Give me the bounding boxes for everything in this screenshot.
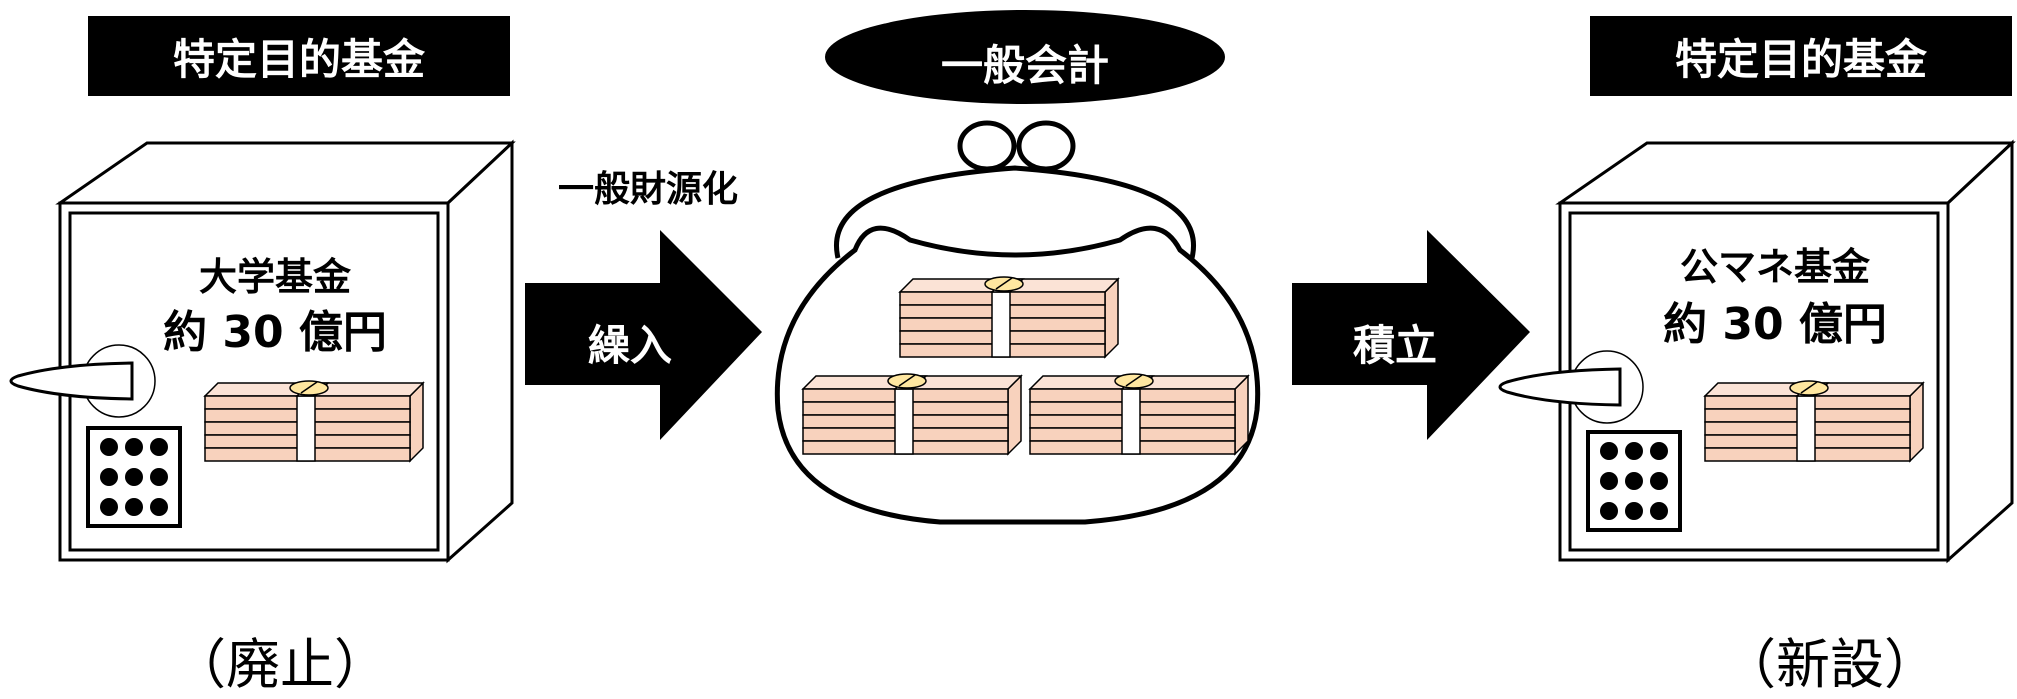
right-fund-header: 特定目的基金 bbox=[1590, 16, 2012, 96]
arrow-in-label: 繰入 bbox=[587, 321, 672, 370]
left-fund-status: （廃止） bbox=[172, 633, 388, 696]
left-safe-keypad bbox=[86, 426, 182, 528]
left-money-bundle bbox=[204, 380, 424, 462]
right-safe-handle bbox=[1498, 350, 1644, 424]
transfer-in-arrow bbox=[525, 230, 762, 440]
left-fund-header-text: 特定目的基金 bbox=[172, 34, 425, 84]
purse-money-bundle-top bbox=[899, 276, 1119, 358]
right-fund-amount: 約 30 億円 bbox=[1663, 299, 1887, 350]
arrow-out-label: 積立 bbox=[1352, 321, 1437, 370]
arrow-in-caption: 一般財源化 bbox=[558, 169, 739, 210]
deposit-arrow bbox=[1292, 230, 1530, 440]
right-fund-name: 公マネ基金 bbox=[1679, 245, 1870, 289]
general-account-header: 一般会計 bbox=[940, 41, 1109, 90]
right-fund-header-text: 特定目的基金 bbox=[1674, 34, 1927, 84]
left-fund-header: 特定目的基金 bbox=[88, 16, 510, 96]
right-fund-status: （新設） bbox=[1722, 633, 1938, 696]
purse-money-bundle-left bbox=[802, 373, 1022, 455]
left-fund-amount: 約 30 億円 bbox=[163, 307, 387, 358]
left-safe-handle bbox=[9, 344, 156, 418]
general-account-badge bbox=[825, 10, 1225, 104]
purse-money-bundle-right bbox=[1029, 373, 1249, 455]
right-money-bundle bbox=[1704, 380, 1924, 462]
right-safe-keypad bbox=[1586, 430, 1682, 532]
left-fund-name: 大学基金 bbox=[198, 255, 351, 299]
